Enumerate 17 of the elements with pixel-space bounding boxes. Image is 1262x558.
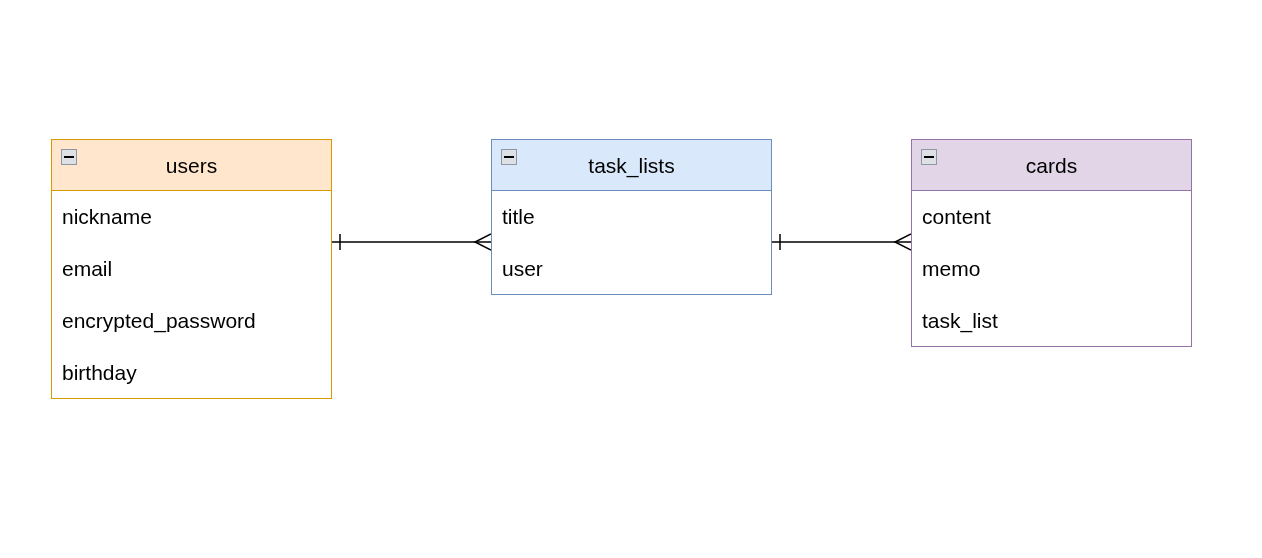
table-title: users bbox=[165, 154, 218, 178]
entity-table bbox=[51, 139, 332, 399]
field-name: email bbox=[62, 257, 113, 281]
relationship-line bbox=[771, 233, 912, 251]
table-title: cards bbox=[1025, 154, 1078, 178]
field-name: title bbox=[502, 205, 535, 229]
entity-table bbox=[911, 139, 1192, 347]
field-name: memo bbox=[922, 257, 981, 281]
entity-table bbox=[491, 139, 772, 295]
field-name: encrypted_password bbox=[62, 309, 256, 333]
relationship-line bbox=[331, 233, 492, 251]
table-title: task_lists bbox=[588, 154, 675, 178]
field-name: task_list bbox=[922, 309, 998, 333]
field-name: birthday bbox=[62, 361, 137, 385]
field-name: user bbox=[502, 257, 543, 281]
field-name: nickname bbox=[62, 205, 152, 229]
field-name: content bbox=[922, 205, 991, 229]
